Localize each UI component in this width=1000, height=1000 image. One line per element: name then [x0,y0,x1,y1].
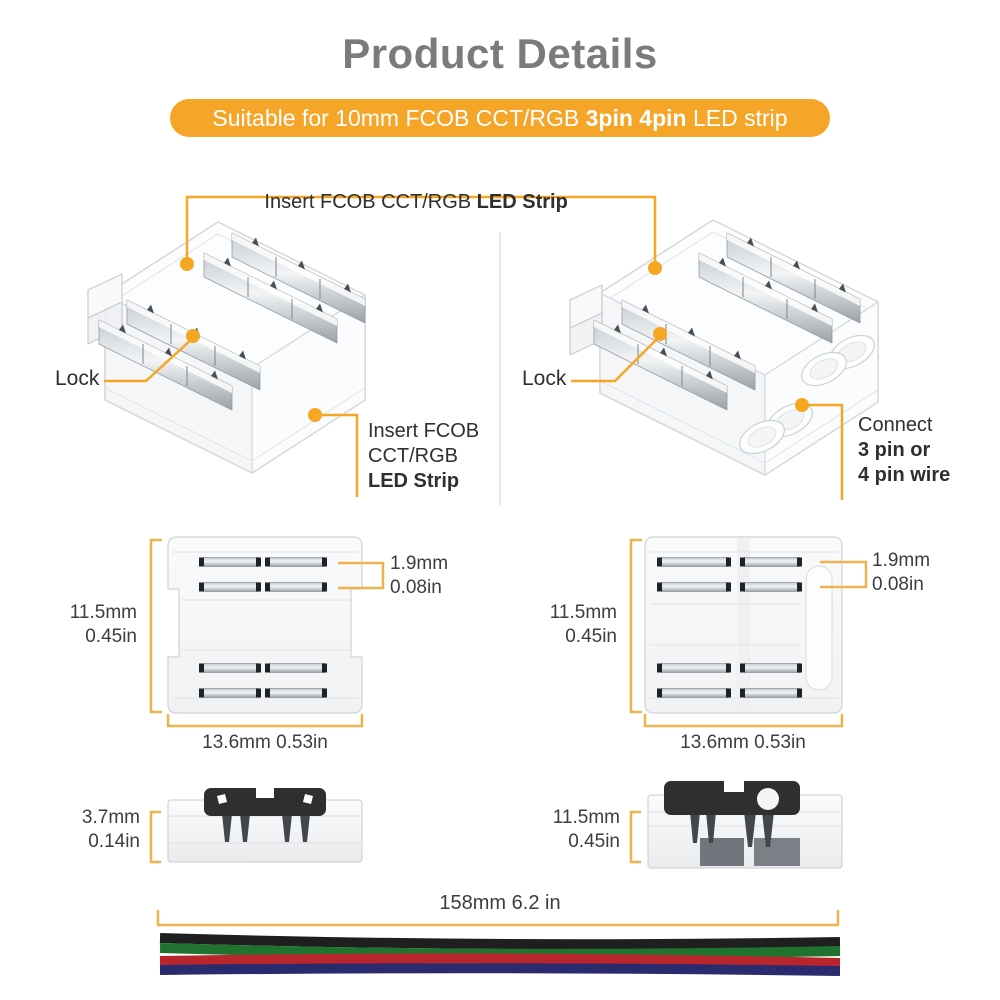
bracket-wire-length [156,910,840,927]
callout-dots [180,257,809,422]
callout-connect-wire: Connect 3 pin or 4 pin wire [858,414,951,486]
dimension-brackets [149,538,868,927]
callout-insert-strip-top: Insert FCOB CCT/RGB LED Strip [264,191,568,213]
callout-lock-right: Lock [522,367,567,390]
dim-left-topview-width: 13.6mm 0.53in [202,732,328,753]
callout-line-insert-side [321,413,359,497]
callout-line-insert-top [185,195,657,262]
bracket-left-topview-height [149,538,162,714]
page-title: Product Details [342,30,658,77]
left-topview-illustration [167,536,363,714]
callout-line-lock-right [571,335,661,383]
bracket-right-topview-width [643,714,844,728]
bracket-right-topview-height [629,538,642,714]
bracket-left-sideview-height [149,810,161,864]
callout-insert-strip-side: Insert FCOB CCT/RGB LED Strip [368,420,480,492]
left-connector-3d-illustration [87,221,366,474]
bracket-left-topview-gap [338,561,385,590]
right-connector-wire-holes [739,334,875,455]
right-sideview-illustration [647,781,843,869]
dim-right-topview-gap: 1.9mm 0.08in [872,550,931,595]
callout-line-lock-left [104,337,194,383]
bracket-left-topview-width [166,714,364,728]
right-connector-contact-rails [593,232,861,411]
callout-lines [104,195,844,500]
banner-text: Suitable for 10mm FCOB CCT/RGB [212,104,586,131]
dim-right-topview-width: 13.6mm 0.53in [680,732,806,753]
left-topview-contacts [199,557,327,698]
bracket-right-sideview-height [629,810,641,864]
left-sideview-illustration [167,788,363,863]
rgb-wire-illustration [159,933,841,976]
banner-text-after: LED strip [686,104,788,131]
right-topview-illustration [644,536,843,714]
banner-text-bold: 3pin 4pin [585,104,687,131]
dim-left-sideview-height: 3.7mm 0.14in [81,807,140,852]
callout-line-connect [808,403,844,500]
bracket-right-topview-gap [820,560,868,589]
dim-left-topview-height: 11.5mm 0.45in [69,602,137,647]
right-topview-contacts [657,557,802,698]
dim-right-topview-height: 11.5mm 0.45in [549,602,617,647]
dim-right-sideview-height: 11.5mm 0.45in [552,807,620,852]
callout-lock-left: Lock [55,367,100,390]
suitability-banner: Suitable for 10mm FCOB CCT/RGB 3pin 4pin… [170,99,830,137]
dim-wire-length: 158mm 6.2 in [439,892,561,914]
dim-left-topview-gap: 1.9mm 0.08in [390,553,449,598]
right-connector-3d-illustration [569,219,879,476]
